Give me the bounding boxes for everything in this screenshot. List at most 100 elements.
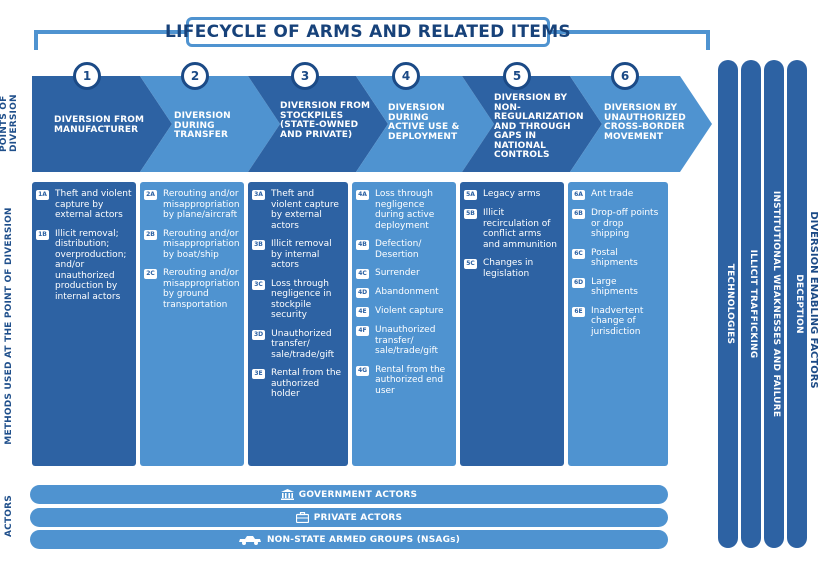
method-code: 4D <box>356 288 370 298</box>
actor-bar-government: GOVERNMENT ACTORS <box>30 485 668 504</box>
page-title: LIFECYCLE OF ARMS AND RELATED ITEMS <box>165 17 571 47</box>
method-item: 6C Postal shipments <box>572 248 664 269</box>
enabling-factors-heading: DIVERSION ENABLING FACTORS <box>808 211 819 389</box>
method-text: Abandonment <box>375 287 439 297</box>
method-text: Large shipments <box>591 276 638 298</box>
method-text: Legacy arms <box>483 189 541 199</box>
method-text: Changes in legislation <box>483 258 534 279</box>
method-item: 2C Rerouting and/or misappropriation by g… <box>144 268 240 310</box>
method-text: Illicit removal; distribution; overprodu… <box>55 228 127 302</box>
method-item: 2B Rerouting and/or misappropriation by b… <box>144 229 240 261</box>
method-text: Rerouting and/or misappropriation by gro… <box>163 268 240 310</box>
method-code: 4C <box>356 269 369 279</box>
method-item: 5C Changes in legislation <box>464 258 560 279</box>
method-item: 3D Unauthorized transfer/ sale/trade/gift <box>252 329 344 361</box>
stage-badge-4: 4 <box>392 62 420 90</box>
method-code: 3A <box>252 190 265 200</box>
method-code: 2B <box>144 229 157 240</box>
factor-pillar-deception: DECEPTION <box>787 60 807 548</box>
method-text: Defection/ Desertion <box>375 239 422 260</box>
row-label-actors: ACTORS <box>4 495 14 537</box>
method-code: 3C <box>252 279 265 290</box>
stage-badge-5: 5 <box>503 62 531 90</box>
methods-column-3: 3A Theft and violent capture by external … <box>248 182 348 466</box>
method-code: 1B <box>36 229 49 240</box>
method-code: 4B <box>356 240 369 250</box>
method-text: Theft and violent capture by external ac… <box>55 189 132 220</box>
stage-title-4: DIVERSION DURING ACTIVE USE & DEPLOYMENT <box>388 103 460 142</box>
method-code: 3E <box>252 369 265 379</box>
method-code: 4A <box>356 190 369 200</box>
actor-label: NON-STATE ARMED GROUPS (NSAGs) <box>266 534 461 545</box>
stage-badge-3: 3 <box>291 62 319 90</box>
method-code: 5A <box>464 190 477 200</box>
method-text: Rental from the authorized end user <box>375 364 446 396</box>
factor-pillar-technologies: TECHNOLOGIES <box>718 60 738 548</box>
method-item: 4D Abandonment <box>356 287 452 298</box>
method-item: 4G Rental from the authorized end user <box>356 365 452 397</box>
stage-badge-2: 2 <box>181 62 209 90</box>
actor-label: PRIVATE ACTORS <box>313 512 403 523</box>
method-code: 6D <box>572 277 586 288</box>
method-item: 1A Theft and violent capture by external … <box>36 189 132 221</box>
method-code: 6C <box>572 248 585 259</box>
factor-label: DECEPTION <box>794 274 804 334</box>
method-item: 5B Illicit recirculation of conflict arms… <box>464 208 560 250</box>
stage-title-1: DIVERSION FROM MANUFACTURER <box>54 115 145 135</box>
method-code: 5B <box>464 209 477 219</box>
stage-badge-1: 1 <box>73 62 101 90</box>
method-text: Postal shipments <box>591 247 638 269</box>
method-code: 2C <box>144 269 157 279</box>
method-text: Theft and violent capture by external ac… <box>271 189 339 231</box>
actor-label: GOVERNMENT ACTORS <box>298 489 418 500</box>
method-text: Rental from the authorized holder <box>271 368 342 399</box>
method-text: Inadvertent change of jurisdiction <box>591 305 644 337</box>
method-code: 5C <box>464 259 477 269</box>
method-text: Rerouting and/or misappropriation by boa… <box>163 228 240 260</box>
briefcase-icon <box>295 512 309 523</box>
method-code: 3B <box>252 240 265 250</box>
method-code: 4G <box>356 365 370 376</box>
method-code: 4E <box>356 307 369 317</box>
method-text: Unauthorized transfer/ sale/trade/gift <box>375 325 439 356</box>
method-item: 2A Rerouting and/or misappropriation by p… <box>144 189 240 221</box>
method-item: 6D Large shipments <box>572 277 664 298</box>
stage-title-3: DIVERSION FROM STOCKPILES (STATE-OWNED A… <box>280 101 371 140</box>
row-label-points: POINTS OF DIVERSION <box>0 94 19 152</box>
stage-title-2: DIVERSION DURING TRANSFER <box>174 111 231 140</box>
method-text: Illicit recirculation of conflict arms a… <box>483 208 557 250</box>
method-code: 2A <box>144 190 157 200</box>
method-item: 3E Rental from the authorized holder <box>252 368 344 400</box>
methods-column-5: 5A Legacy arms 5B Illicit recirculation of… <box>460 182 564 466</box>
methods-column-2: 2A Rerouting and/or misappropriation by p… <box>140 182 244 466</box>
stage-title-5: DIVERSION BY NON-REGULARIZATION AND THRO… <box>494 93 584 160</box>
method-code: 1A <box>36 190 49 200</box>
method-item: 3A Theft and violent capture by external … <box>252 189 344 231</box>
method-code: 6A <box>572 190 585 200</box>
actor-bar-nsags: NON-STATE ARMED GROUPS (NSAGs) <box>30 530 668 549</box>
vehicle-icon <box>238 535 261 545</box>
method-text: Rerouting and/or misappropriation by pla… <box>163 189 240 220</box>
government-building-icon <box>280 489 294 500</box>
method-item: 5A Legacy arms <box>464 189 560 200</box>
method-item: 4E Violent capture <box>356 306 452 317</box>
factor-label: ILLICIT TRAFFICKING <box>748 249 758 359</box>
stage-title-6: DIVERSION BY UNAUTHORIZED CROSS-BORDER M… <box>604 103 686 142</box>
stage-badge-6: 6 <box>611 62 639 90</box>
method-text: Loss through negligence in stockpile sec… <box>271 278 332 321</box>
method-item: 6A Ant trade <box>572 189 664 200</box>
factor-pillar-illicit-trafficking: ILLICIT TRAFFICKING <box>741 60 761 548</box>
method-text: Ant trade <box>591 189 634 199</box>
method-code: 3D <box>252 329 266 340</box>
method-text: Violent capture <box>375 306 444 316</box>
method-text: Unauthorized transfer/ sale/trade/gift <box>271 328 335 360</box>
method-text: Surrender <box>375 268 420 278</box>
actor-bar-private: PRIVATE ACTORS <box>30 508 668 527</box>
factor-label: INSTITUTIONAL WEAKNESSES AND FAILURE <box>771 190 781 418</box>
method-text: Loss through negligence during active de… <box>375 189 435 231</box>
